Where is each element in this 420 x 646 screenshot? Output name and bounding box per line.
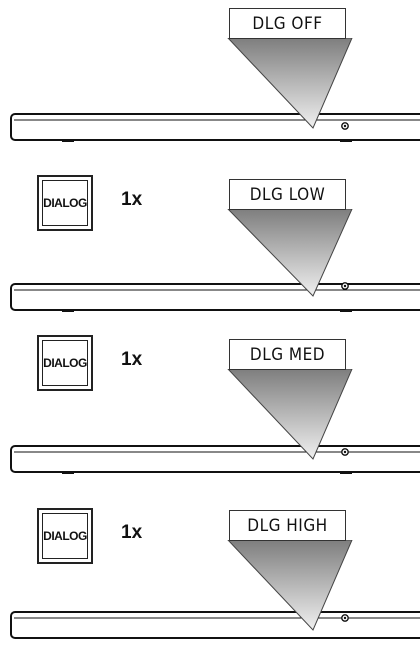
dialog-button-icon: DIALOG <box>37 508 93 564</box>
press-count: 1x <box>121 522 143 543</box>
indicator-display: DLG HIGH <box>229 510 346 541</box>
indicator-display: DLG MED <box>229 339 346 370</box>
dialog-button-label: DIALOG <box>43 356 87 370</box>
step-dialog-off: DLG OFF <box>0 0 420 160</box>
dialog-button-label: DIALOG <box>43 196 87 210</box>
dialog-button-label: DIALOG <box>43 529 87 543</box>
step-dialog-low: DIALOG 1x DLG LOW <box>0 160 420 320</box>
indicator-display: DLG LOW <box>229 179 346 210</box>
dialog-button-icon: DIALOG <box>37 335 93 391</box>
soundbar-icon <box>10 445 420 474</box>
soundbar-icon <box>10 282 420 312</box>
press-count: 1x <box>121 349 143 370</box>
indicator-beam <box>227 540 353 631</box>
step-dialog-high: DIALOG 1x DLG HIGH <box>0 480 420 640</box>
dialog-button-icon: DIALOG <box>37 175 93 231</box>
soundbar-icon <box>10 611 420 639</box>
press-count: 1x <box>121 189 143 210</box>
indicator-beam <box>227 38 353 129</box>
step-dialog-med: DIALOG 1x DLG MED <box>0 320 420 480</box>
indicator-beam <box>227 209 353 297</box>
indicator-beam <box>227 369 353 460</box>
soundbar-icon <box>10 113 420 142</box>
indicator-display: DLG OFF <box>229 8 346 39</box>
